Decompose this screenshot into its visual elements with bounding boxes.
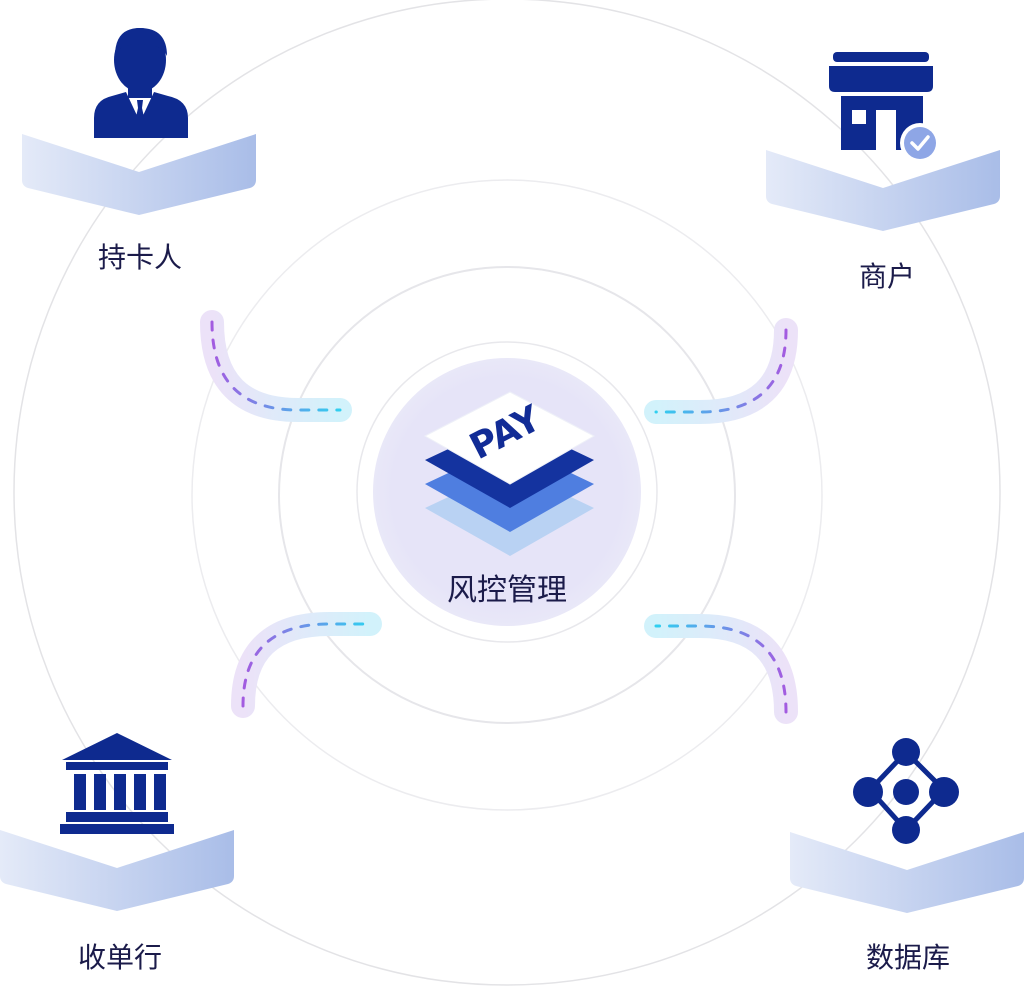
middle-ring (191, 179, 823, 811)
node-cardholder: 持卡人 (22, 28, 256, 274)
platform (22, 134, 256, 215)
connector-database (644, 614, 798, 724)
platform (0, 830, 234, 911)
pay-card (423, 391, 596, 485)
pay-stack-icon: PAY (423, 391, 596, 556)
outer-ring (13, 0, 1001, 986)
node-acquirer: 收单行 (0, 733, 234, 974)
bank-icon (60, 733, 174, 834)
node-merchant: 商户 (766, 52, 1000, 293)
connector-acquirer (231, 612, 382, 718)
acquirer-label: 收单行 (78, 941, 162, 974)
network-nodes-icon (853, 738, 959, 844)
platform (766, 150, 1000, 231)
platform (790, 832, 1024, 913)
connector-merchant (644, 318, 798, 424)
person-icon (94, 28, 188, 138)
node-database: 数据库 (790, 738, 1024, 974)
database-label: 数据库 (866, 941, 950, 974)
cardholder-label: 持卡人 (98, 241, 182, 274)
connector-cardholder (200, 310, 352, 422)
store-icon (829, 52, 933, 150)
inner-ring (278, 266, 736, 724)
verified-check-icon (900, 123, 940, 163)
center-label: 风控管理 (447, 573, 567, 608)
merchant-label: 商户 (859, 260, 915, 293)
